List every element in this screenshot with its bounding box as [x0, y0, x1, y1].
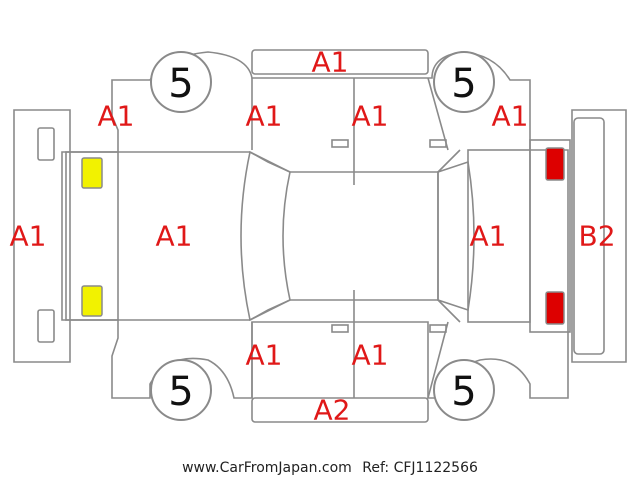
bottom-strip-shape — [251, 397, 429, 423]
footer-text: www.CarFromJapan.com Ref: CFJ1122566 — [182, 460, 478, 476]
grade-hood: A1 — [156, 220, 193, 253]
tire-rear-bottom: 5 — [451, 369, 476, 415]
roof — [290, 171, 439, 301]
door-handle-lower-rear — [429, 324, 447, 333]
windshield — [240, 150, 291, 322]
front-bumper-notch-bottom — [37, 309, 55, 343]
grade-roof-top-strip: A1 — [312, 46, 349, 79]
car-outline — [13, 49, 627, 423]
tire-front-bottom: 5 — [168, 369, 193, 415]
grade-rear-left-corner: A1 — [492, 100, 529, 133]
roof-top-strip-shape — [251, 49, 429, 75]
taillight-top — [545, 147, 565, 181]
grade-front-left-door: A1 — [246, 100, 283, 133]
headlight-bottom — [81, 285, 103, 317]
tire-rear-bottom-circle — [433, 359, 495, 421]
grade-front-right-door: A1 — [246, 339, 283, 372]
front-bumper-shape — [13, 109, 71, 363]
rear-bumper-inner — [573, 117, 605, 355]
grade-rear-bumper: B2 — [578, 220, 615, 253]
grade-rear-left-door: A1 — [352, 100, 389, 133]
door-handle-upper-rear — [429, 139, 447, 148]
headlight-top — [81, 157, 103, 189]
door-handle-upper-front — [331, 139, 349, 148]
c-pillars — [437, 149, 461, 323]
footer-ref: Ref: CFJ1122566 — [362, 460, 478, 476]
lower-door-seams — [251, 290, 449, 399]
front-light-zone — [65, 151, 119, 321]
grade-rear-right-door: A1 — [352, 339, 389, 372]
a-pillars — [249, 151, 291, 321]
grade-trunk-lid: A1 — [470, 220, 507, 253]
hood-lines — [118, 151, 250, 321]
grade-bottom-strip: A2 — [314, 394, 351, 427]
upper-door-seams — [251, 77, 449, 185]
door-handle-lower-front — [331, 324, 349, 333]
taillight-zone — [529, 139, 571, 333]
body-outline — [61, 51, 569, 399]
footer-site: www.CarFromJapan.com — [182, 460, 352, 476]
tire-front-bottom-circle — [150, 359, 212, 421]
tire-rear-top: 5 — [451, 61, 476, 107]
tire-rear-top-circle — [433, 51, 495, 113]
grade-front-left-corner: A1 — [98, 100, 135, 133]
tire-front-top: 5 — [168, 61, 193, 107]
grade-front-bumper: A1 — [10, 220, 47, 253]
rear-bumper-shape — [571, 109, 627, 363]
front-bumper-notch-top — [37, 127, 55, 161]
taillight-bottom — [545, 291, 565, 325]
tire-front-top-circle — [150, 51, 212, 113]
